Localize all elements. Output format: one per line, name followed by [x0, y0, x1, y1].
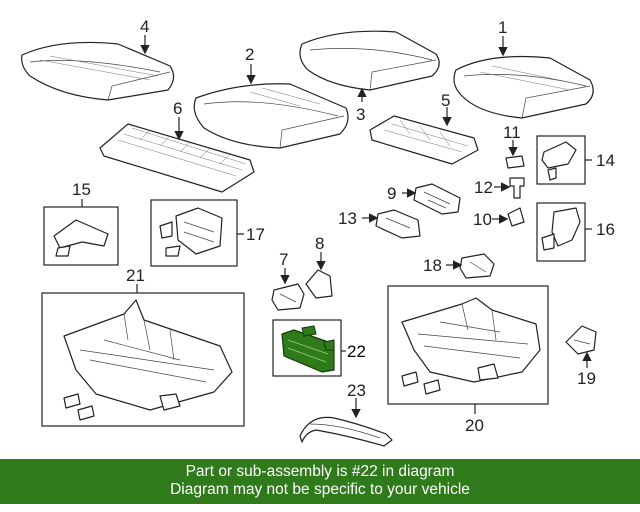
callout-22[interactable]: 22 [347, 342, 366, 361]
callout-8[interactable]: 8 [315, 234, 324, 253]
callout-6[interactable]: 6 [173, 99, 182, 118]
info-banner: Part or sub-assembly is #22 in diagram D… [0, 459, 640, 504]
banner-line-1: Part or sub-assembly is #22 in diagram [185, 463, 455, 480]
exploded-parts-diagram: 4 2 3 1 6 5 11 [21, 17, 615, 447]
callout-3[interactable]: 3 [356, 105, 365, 124]
callout-4[interactable]: 4 [140, 17, 149, 36]
part-21-seat-frame-assembly[interactable] [63, 299, 233, 421]
part-17-frame [150, 199, 238, 267]
callout-23[interactable]: 23 [347, 381, 366, 400]
part-5-seat-panel[interactable] [369, 115, 479, 165]
part-21-frame [41, 292, 245, 427]
banner-line-2: Diagram may not be specific to your vehi… [170, 481, 470, 498]
callout-11[interactable]: 11 [503, 123, 521, 142]
callout-15[interactable]: 15 [72, 180, 91, 199]
callout-12[interactable]: 12 [474, 178, 493, 197]
callout-19[interactable]: 19 [577, 369, 596, 388]
part-19-bracket[interactable] [565, 325, 597, 355]
part-1-seat-cushion[interactable] [453, 55, 594, 119]
part-16-frame [536, 202, 586, 262]
callout-7[interactable]: 7 [279, 250, 288, 269]
part-10-clip[interactable] [507, 207, 525, 227]
callout-5[interactable]: 5 [441, 91, 450, 110]
part-14-cover[interactable] [541, 141, 577, 181]
part-22-frame [272, 319, 342, 377]
callout-16[interactable]: 16 [596, 220, 615, 239]
part-6-seat-panel[interactable] [99, 123, 255, 193]
callout-10[interactable]: 10 [473, 210, 492, 229]
callout-17[interactable]: 17 [246, 225, 265, 244]
callout-13[interactable]: 13 [338, 209, 357, 228]
part-9-bracket[interactable] [413, 183, 461, 215]
part-12-bolt[interactable] [509, 177, 525, 199]
part-3-seat-cushion[interactable] [299, 30, 440, 91]
part-13-bracket[interactable] [375, 209, 421, 239]
part-16-cover[interactable] [541, 207, 581, 251]
part-4-seat-cushion[interactable] [21, 41, 175, 101]
callout-2[interactable]: 2 [245, 45, 254, 64]
part-15-bracket[interactable] [53, 219, 109, 257]
part-18-hinge[interactable] [459, 253, 495, 279]
callout-18[interactable]: 18 [423, 256, 442, 275]
part-15-frame [43, 206, 119, 266]
callout-1[interactable]: 1 [498, 18, 507, 37]
callout-21[interactable]: 21 [126, 266, 145, 285]
part-7-cover[interactable] [271, 283, 305, 311]
part-8-cover[interactable] [305, 269, 333, 299]
callout-14[interactable]: 14 [596, 151, 615, 170]
part-22-highlighted-part[interactable] [281, 325, 335, 373]
part-17-latch[interactable] [159, 207, 223, 257]
callout-20[interactable]: 20 [465, 416, 484, 435]
part-20-seat-frame-assembly[interactable] [401, 297, 541, 395]
part-2-seat-cushion[interactable] [193, 83, 349, 149]
part-11-cap[interactable] [505, 155, 525, 169]
part-20-frame [387, 285, 549, 405]
callout-9[interactable]: 9 [387, 184, 396, 203]
part-23-cable[interactable] [299, 416, 393, 447]
